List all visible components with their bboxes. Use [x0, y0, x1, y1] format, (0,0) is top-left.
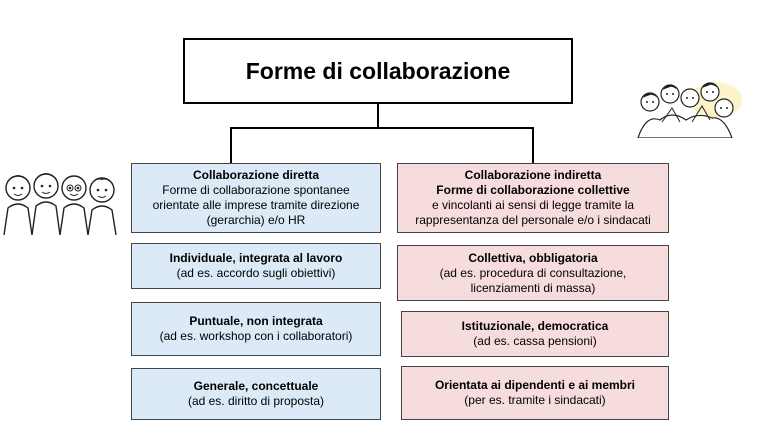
- box-heading: Individuale, integrata al lavoro: [169, 251, 343, 265]
- left-box-individual: Individuale, integrata al lavoro (ad es.…: [131, 243, 381, 289]
- box-heading: Orientata ai dipendenti e ai membri: [434, 378, 636, 392]
- box-text: (gerarchia) e/o HR: [206, 213, 306, 227]
- box-heading: Collaborazione indiretta: [464, 168, 602, 182]
- box-text: licenziamenti di massa): [470, 280, 596, 295]
- box-heading: Generale, concettuale: [193, 379, 319, 393]
- box-text: (per es. tramite i sindacati): [464, 393, 606, 407]
- box-text: e vincolanti ai sensi di legge tramite l…: [431, 198, 635, 212]
- right-box-institutional: Istituzionale, democratica (ad es. cassa…: [401, 311, 669, 357]
- team-huddle-illustration: [637, 82, 742, 138]
- right-box-collective: Collettiva, obbligatoria (ad es. procedu…: [397, 245, 669, 301]
- box-text: orientate alle imprese tramite direzione: [152, 198, 360, 212]
- left-box-punctual: Puntuale, non integrata (ad es. workshop…: [131, 302, 381, 356]
- box-text: rappresentanza del personale e/o i sinda…: [415, 213, 651, 227]
- box-text: Forme di collaborazione spontanee: [162, 183, 350, 197]
- box-text: (ad es. procedura di consultazione,: [439, 265, 627, 280]
- box-heading: Puntuale, non integrata: [189, 314, 323, 328]
- box-heading: Istituzionale, democratica: [461, 319, 609, 333]
- box-text: (ad es. diritto di proposta): [187, 394, 325, 408]
- left-box-general: Generale, concettuale (ad es. diritto di…: [131, 368, 381, 420]
- diagram-title: Forme di collaborazione: [183, 38, 573, 104]
- right-box-indirect: Collaborazione indiretta Forme di collab…: [397, 163, 669, 233]
- box-text: (ad es. workshop con i collaboratori): [159, 329, 353, 343]
- right-box-employees: Orientata ai dipendenti e ai membri (per…: [401, 366, 669, 420]
- box-heading: Collettiva, obbligatoria: [468, 250, 598, 265]
- box-heading: Forme di collaborazione collettive: [436, 183, 630, 197]
- box-text: (ad es. cassa pensioni): [473, 334, 597, 348]
- left-box-direct: Collaborazione diretta Forme di collabor…: [131, 163, 381, 233]
- people-group-illustration: [3, 173, 117, 235]
- box-heading: Collaborazione diretta: [192, 168, 320, 182]
- box-text: (ad es. accordo sugli obiettivi): [176, 266, 336, 280]
